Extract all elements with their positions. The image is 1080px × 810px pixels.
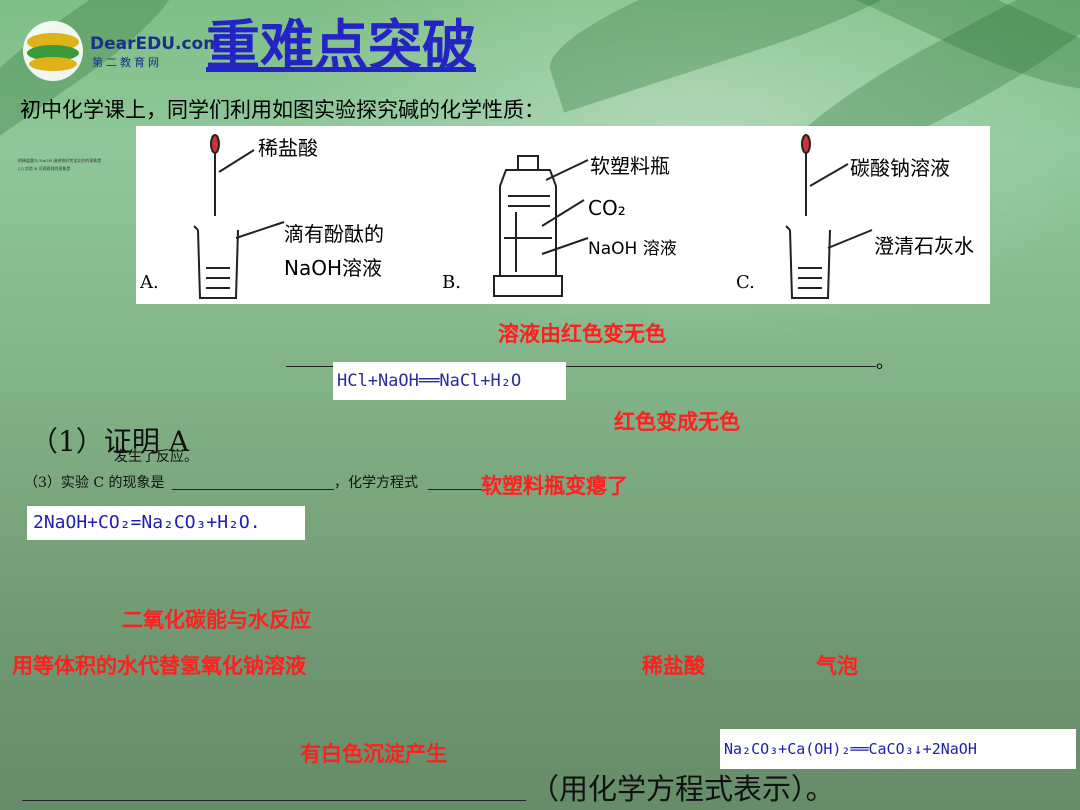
answer-red-to-colorless: 红色变成无色 — [614, 410, 740, 434]
page-title: 重难点突破 — [206, 14, 476, 77]
label-naoh-a: NaOH溶液 — [284, 256, 382, 280]
answer-color-change: 溶液由红色变无色 — [498, 322, 666, 346]
label-c: C. — [736, 272, 755, 293]
answer-co2-water: 二氧化碳能与水反应 — [122, 608, 311, 632]
blank-line — [22, 800, 526, 801]
question-3-equation-label: ，化学方程式 — [334, 475, 418, 491]
label-naoh-b: NaOH 溶液 — [588, 239, 677, 259]
tiny-text-2: (2) 实验 B 可观察到的现象是 — [18, 166, 71, 171]
logo-brand: DearEDU.com — [90, 34, 221, 54]
answer-dilute-hcl: 稀盐酸 — [642, 654, 705, 678]
answer-bottle-collapses: 软塑料瓶变瘪了 — [481, 474, 628, 498]
label-dilute-hcl: 稀盐酸 — [258, 136, 318, 160]
intro-text: 初中化学课上，同学们利用如图实验探究碱的化学性质： — [20, 98, 545, 122]
answer-use-water: 用等体积的水代替氢氧化钠溶液 — [12, 654, 306, 678]
formula-hcl-naoh: HCl+NaOH══NaCl+H₂O — [333, 362, 566, 400]
logo-subtitle: 第二教育网 — [92, 56, 162, 69]
answer-white-precipitate: 有白色沉淀产生 — [300, 742, 447, 766]
blank-line — [286, 366, 876, 367]
question-1-tail: 发生了反应。 — [114, 449, 198, 465]
label-b: B. — [442, 272, 461, 293]
blank-line — [172, 489, 334, 490]
formula-na2co3-caoh2: Na₂CO₃+Ca(OH)₂══CaCO₃↓+2NaOH — [720, 729, 1076, 769]
period-mark: 。 — [876, 352, 894, 373]
answer-bubbles: 气泡 — [816, 654, 858, 678]
logo-icon — [22, 20, 84, 82]
label-plastic-bottle: 软塑料瓶 — [590, 154, 670, 178]
label-sodium-carbonate: 碳酸钠溶液 — [850, 156, 950, 180]
label-co2: CO₂ — [588, 196, 626, 220]
formula-naoh-co2: 2NaOH+CO₂=Na₂CO₃+H₂O. — [27, 506, 305, 540]
experiment-figure: 的稀盐酸与 NaOH 溶液恰好完全反应的现象是 (2) 实验 B 可观察到的现象… — [18, 126, 990, 304]
label-limewater: 澄清石灰水 — [874, 234, 974, 258]
label-phenolphthalein: 滴有酚酞的 — [284, 222, 384, 246]
question-1: （1）证明 A — [30, 425, 189, 458]
blank-line — [428, 489, 482, 490]
label-a: A. — [140, 272, 159, 293]
apparatus-drawing — [193, 134, 873, 299]
final-instruction: （用化学方程式表示）。 — [530, 772, 835, 806]
question-3-label: （3）实验 C 的现象是 — [24, 475, 165, 491]
tiny-text-1: 的稀盐酸与 NaOH 溶液恰好完全反应的现象是 — [18, 158, 102, 163]
